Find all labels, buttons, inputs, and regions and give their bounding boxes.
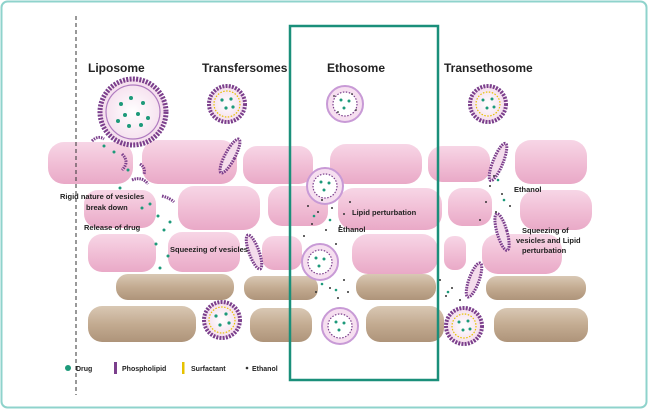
released-drug-dots <box>102 144 172 270</box>
legend-drug-swatch <box>65 365 71 371</box>
legend-ethanol-swatch <box>245 366 249 370</box>
skin-cell <box>178 186 260 230</box>
transethosome-vesicle-bottom <box>444 306 484 346</box>
skin-cell <box>330 144 422 184</box>
skin-cell <box>88 234 156 272</box>
skin-cell <box>48 142 133 184</box>
skin-cell-deep <box>244 276 318 300</box>
skin-cell <box>352 234 438 274</box>
transethosome-squeezing-vesicle-2 <box>493 212 511 252</box>
transfersome-squeezing-vesicle-2 <box>244 233 264 271</box>
ethosome-header: Ethosome <box>327 61 385 75</box>
liposome-header: Liposome <box>88 61 145 75</box>
ethosome-vesicle-lower <box>301 243 339 281</box>
skin-cell <box>84 190 156 228</box>
squeezing-lipid-label-1: Squeezing of <box>522 226 569 235</box>
skin-layers <box>48 140 592 342</box>
transfersomes-header: Transfersomes <box>202 61 288 75</box>
ethosome-highlight-box <box>288 24 440 382</box>
legend-drug-label: Drug <box>76 366 92 373</box>
skin-cell-deep <box>486 276 586 300</box>
liposome-vesicle <box>97 76 169 148</box>
skin-cell <box>168 232 240 272</box>
transfersome-squeezing-vesicle <box>218 137 242 175</box>
skin-cell-deep <box>366 306 444 342</box>
liposome-breakdown-fragments <box>90 135 176 204</box>
skin-cell <box>262 236 302 270</box>
skin-cell <box>243 146 313 184</box>
ethosome-vesicle-mid <box>306 167 344 205</box>
skin-cell <box>142 140 237 184</box>
skin-cell-deep <box>116 274 234 300</box>
legend-ethanol-label: Ethanol <box>252 366 278 373</box>
squeezing-lipid-label-3: perturbation <box>522 246 567 255</box>
skin-cell-deep <box>494 308 588 342</box>
lipid-perturbation-label: Lipid perturbation <box>352 208 417 217</box>
legend: Drug Phospholipid Surfactant Ethanol <box>65 362 278 374</box>
ethanol-dots-ethosome <box>303 199 351 299</box>
ethanol-dots-transethosome <box>439 175 511 301</box>
ethosome-vesicle-top <box>326 85 364 123</box>
skin-cell-deep <box>356 274 436 300</box>
drug-dots-transethosome <box>446 178 506 294</box>
transethosome-squeezing-vesicle-3 <box>464 261 484 299</box>
skin-cell-deep <box>250 308 312 342</box>
transethosome-header: Transethosome <box>444 61 533 75</box>
skin-cell <box>515 140 587 184</box>
ethosome-vesicle-bottom <box>321 307 359 345</box>
skin-cell <box>444 236 466 270</box>
legend-surfactant-label: Surfactant <box>191 366 226 373</box>
rigid-nature-label: Rigid nature of vesicles <box>60 192 144 201</box>
skin-cell <box>428 146 490 182</box>
release-of-drug-label: Release of drug <box>84 223 141 232</box>
transfersome-vesicle-bottom <box>202 300 242 340</box>
drug-dots-ethosome <box>312 214 338 292</box>
skin-cell <box>338 188 442 230</box>
legend-phospholipid-swatch <box>114 362 117 374</box>
skin-cell <box>448 188 492 226</box>
skin-cell <box>520 190 592 230</box>
legend-surfactant-swatch <box>182 362 185 374</box>
transfersome-vesicle-top <box>207 84 247 124</box>
squeezing-of-vesicles-label: Squeezing of vesicles <box>170 245 248 254</box>
ethanol-label-middle: Ethanol <box>338 225 366 234</box>
skin-cell-deep <box>88 306 196 342</box>
squeezing-lipid-label-2: vesicles and Lipid <box>516 236 581 245</box>
transethosome-vesicle-top <box>468 84 508 124</box>
rigid-nature-label-2: break down <box>86 203 128 212</box>
transethosome-squeezing-vesicle <box>487 141 509 183</box>
ethanol-label-right: Ethanol <box>514 185 542 194</box>
legend-phospholipid-label: Phospholipid <box>122 366 166 373</box>
